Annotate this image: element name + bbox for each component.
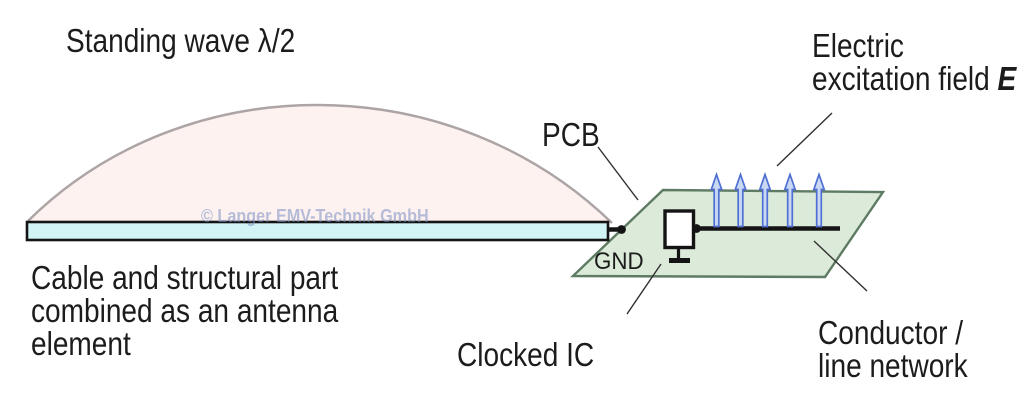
electric-field-label-line1: Electric — [812, 27, 904, 64]
pcb-label: PCB — [542, 116, 600, 153]
electric-field-label-line2: excitation field E — [812, 60, 1017, 97]
watermark: © Langer EMV-Technik GmbH — [201, 206, 429, 226]
cable-bar — [25, 220, 610, 242]
conductor-pointer-line — [813, 240, 868, 292]
standing-wave-label: Standing wave λ/2 — [66, 22, 296, 59]
cable-antenna-label-line3: element — [31, 325, 131, 362]
standing-wave-fill — [28, 104, 612, 223]
clocked-ic-symbol — [663, 209, 696, 250]
efield-pointer-line — [776, 112, 833, 167]
e-field-arrows — [710, 171, 826, 228]
e-field-arrow — [758, 171, 772, 228]
pcb-pointer-line — [597, 146, 639, 201]
standing-wave-arc — [27, 103, 613, 224]
clocked-ic-label: Clocked IC — [457, 336, 595, 373]
e-field-symbol: E — [997, 60, 1017, 97]
pcb-board — [570, 188, 886, 279]
cable-antenna-label-line2: combined as an antenna — [31, 292, 339, 329]
clocked-ic-pointer-line — [626, 263, 662, 315]
connector-dot — [617, 225, 626, 234]
e-field-arrow — [710, 171, 723, 228]
e-field-arrow — [812, 171, 826, 228]
cable-antenna-label-line1: Cable and structural part — [31, 259, 339, 296]
cable-antenna-label: Cable and structural part combined as an… — [31, 261, 338, 360]
e-field-arrow — [783, 171, 797, 228]
conductor-label: Conductor / line network — [818, 316, 968, 382]
conductor-label-line1: Conductor / — [818, 314, 964, 351]
conductor-label-line2: line network — [818, 347, 968, 384]
gnd-label: GND — [594, 248, 644, 275]
e-field-arrow — [734, 171, 747, 228]
electric-field-label: Electric excitation field E — [812, 29, 1016, 95]
